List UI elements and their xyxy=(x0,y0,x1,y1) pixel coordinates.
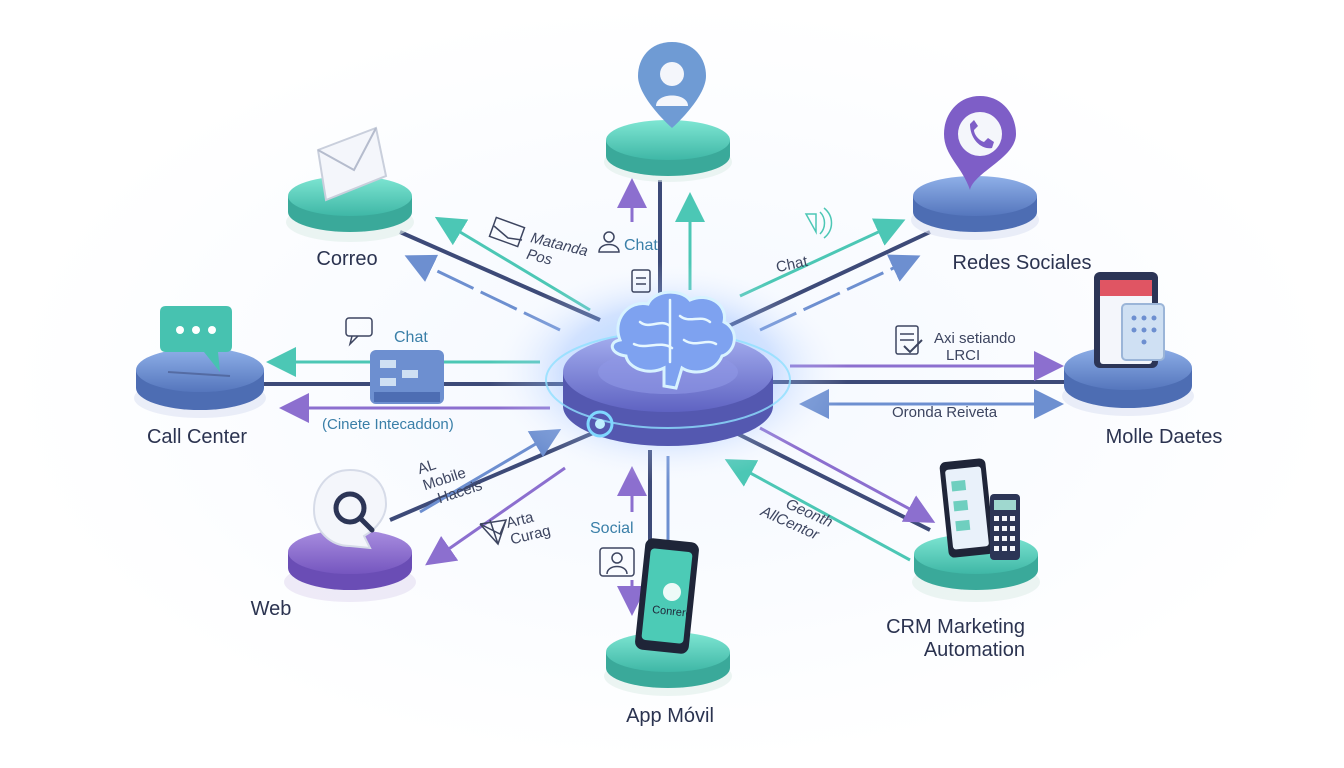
phone-calculator-icon xyxy=(939,458,1020,560)
label-call-center: Call Center xyxy=(146,426,248,448)
label-crm-line1: CRM Marketing xyxy=(886,616,1025,638)
label-correo: Correo xyxy=(316,248,378,270)
connector-molle-top-line1: Axi setiando xyxy=(934,330,1016,347)
connector-call-center-bottom-label: (Cinete Intecaddon) xyxy=(322,416,454,433)
label-molle-daetes: Molle Daetes xyxy=(1105,426,1223,448)
search-bubble-icon xyxy=(312,468,388,550)
node-web xyxy=(284,468,416,602)
mail-small-icon xyxy=(488,216,526,248)
document-small-icon xyxy=(631,269,651,293)
user-card-icon xyxy=(599,547,635,577)
connector-icons xyxy=(345,207,923,577)
node-crm xyxy=(912,458,1040,602)
sound-wave-icon xyxy=(804,207,833,239)
calendar-window-icon xyxy=(1094,272,1165,368)
arrow-web-out xyxy=(425,466,566,566)
connector-call-center-top-label: Chat xyxy=(394,329,428,346)
arrow-crm-in xyxy=(724,459,911,562)
envelope-icon xyxy=(316,126,388,202)
chat-bubble-icon xyxy=(160,306,232,372)
node-app-movil xyxy=(604,538,732,696)
label-redes-sociales: Redes Sociales xyxy=(952,252,1092,274)
node-molle-daetes xyxy=(1062,272,1194,416)
user-small-icon xyxy=(598,231,620,253)
label-app-movil: App Móvil xyxy=(626,705,714,727)
connector-molle-top-line2: LRCI xyxy=(946,347,981,364)
node-chat-top xyxy=(604,42,732,182)
brain-icon xyxy=(610,290,736,390)
connector-app-label: Social xyxy=(590,520,634,537)
label-crm: CRM Marketing Automation xyxy=(860,616,1025,662)
server-box-icon xyxy=(370,350,444,404)
connector-molle-bottom-label: Oronda Reiveta xyxy=(892,404,998,421)
node-redes-sociales xyxy=(911,96,1039,240)
chat-small-icon xyxy=(345,317,373,347)
checklist-icon xyxy=(895,325,923,355)
central-hub xyxy=(488,262,848,482)
connector-chat-top-label: Chat xyxy=(624,237,658,254)
node-correo xyxy=(286,126,414,242)
label-web: Web xyxy=(250,598,292,620)
phone-pin-icon xyxy=(944,96,1016,190)
user-pin-icon xyxy=(638,42,706,128)
connector-molle-top-label: Axi setiando LRCI xyxy=(934,330,1016,364)
arrow-web-in xyxy=(419,428,562,514)
label-crm-line2: Automation xyxy=(923,639,1025,661)
network-small-icon xyxy=(479,519,508,546)
smartphone-icon xyxy=(635,538,699,654)
node-call-center xyxy=(134,306,266,418)
